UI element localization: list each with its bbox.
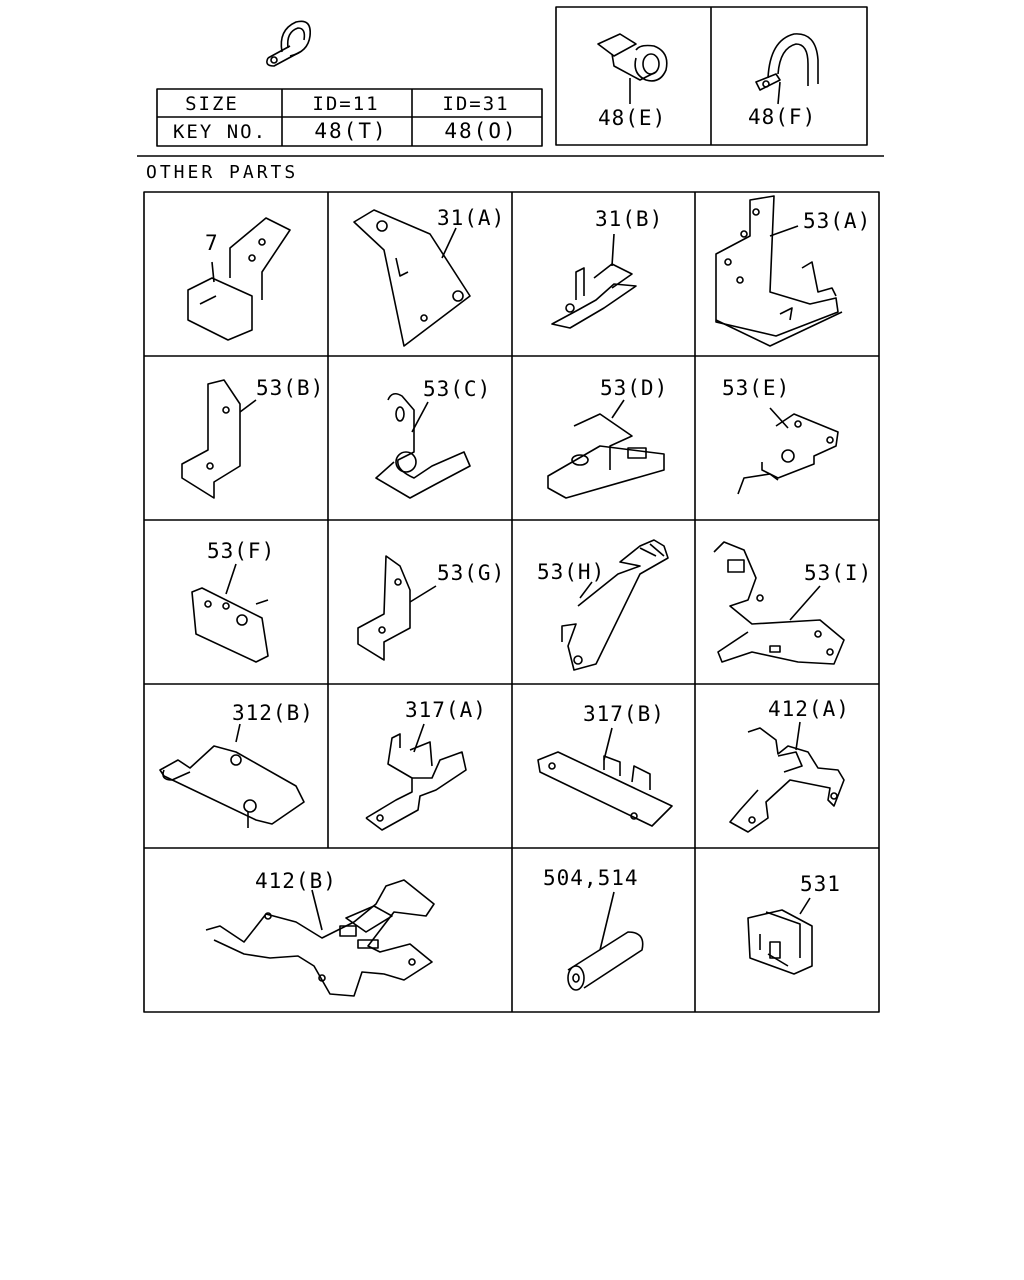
part-53c-drawing [375, 392, 471, 499]
part-412b-drawing [205, 879, 435, 997]
key-48t: 48(T) [314, 119, 388, 143]
size-table-grid [156, 88, 543, 147]
part-label-31a: 31(A) [437, 206, 506, 230]
id-11-header: ID=11 [312, 93, 380, 115]
part-label-53d: 53(D) [600, 376, 669, 400]
part-label-53b: 53(B) [256, 376, 325, 400]
part-label-53h: 53(H) [537, 560, 606, 584]
part-label-7: 7 [205, 231, 219, 255]
clip-f-illustration [755, 33, 819, 105]
key-48o: 48(O) [444, 119, 518, 143]
part-label-31b: 31(B) [595, 207, 664, 231]
part-531-drawing [747, 897, 813, 975]
part-label-531: 531 [800, 872, 841, 896]
part-label-53a: 53(A) [803, 209, 872, 233]
part-53i-drawing [713, 541, 845, 665]
part-312b-drawing [159, 723, 305, 828]
part-53a-drawing [715, 195, 843, 347]
part-53g-drawing [357, 555, 437, 661]
part-53b-drawing [181, 379, 257, 499]
key-no-label: KEY NO. [172, 121, 268, 143]
part-412a-drawing [729, 721, 845, 833]
part-53d-drawing [547, 399, 665, 499]
parts-grid [143, 191, 880, 1013]
part-label-53i: 53(I) [804, 561, 873, 585]
part-label-412a: 412(A) [768, 697, 850, 721]
part-label-312b: 312(B) [232, 701, 314, 725]
part-317b-drawing [537, 727, 673, 827]
part-317a-drawing [365, 723, 467, 831]
part-label-53f: 53(F) [207, 539, 276, 563]
part-31b-drawing [551, 233, 637, 329]
clip-illustration-top [266, 20, 312, 67]
part-label-317a: 317(A) [405, 698, 487, 722]
clip-48e-label: 48(E) [598, 106, 667, 130]
part-53f-drawing [191, 563, 269, 663]
clip-e-illustration [597, 33, 668, 104]
part-53h-drawing [561, 539, 669, 671]
part-label-412b: 412(B) [255, 869, 337, 893]
part-label-317b: 317(B) [583, 702, 665, 726]
clip-box-grid [555, 6, 868, 146]
part-31a-drawing [353, 209, 471, 347]
part-label-53e: 53(E) [722, 376, 791, 400]
part-label-53c: 53(C) [423, 377, 492, 401]
part-7-drawing [187, 217, 291, 341]
size-header: SIZE [185, 93, 239, 115]
part-53e-drawing [737, 407, 839, 495]
part-504-drawing [567, 891, 644, 991]
part-label-504-514: 504,514 [543, 866, 639, 890]
part-label-53g: 53(G) [437, 561, 506, 585]
id-31-header: ID=31 [442, 93, 510, 115]
section-title: OTHER PARTS [146, 162, 299, 183]
clip-48f-label: 48(F) [748, 105, 817, 129]
